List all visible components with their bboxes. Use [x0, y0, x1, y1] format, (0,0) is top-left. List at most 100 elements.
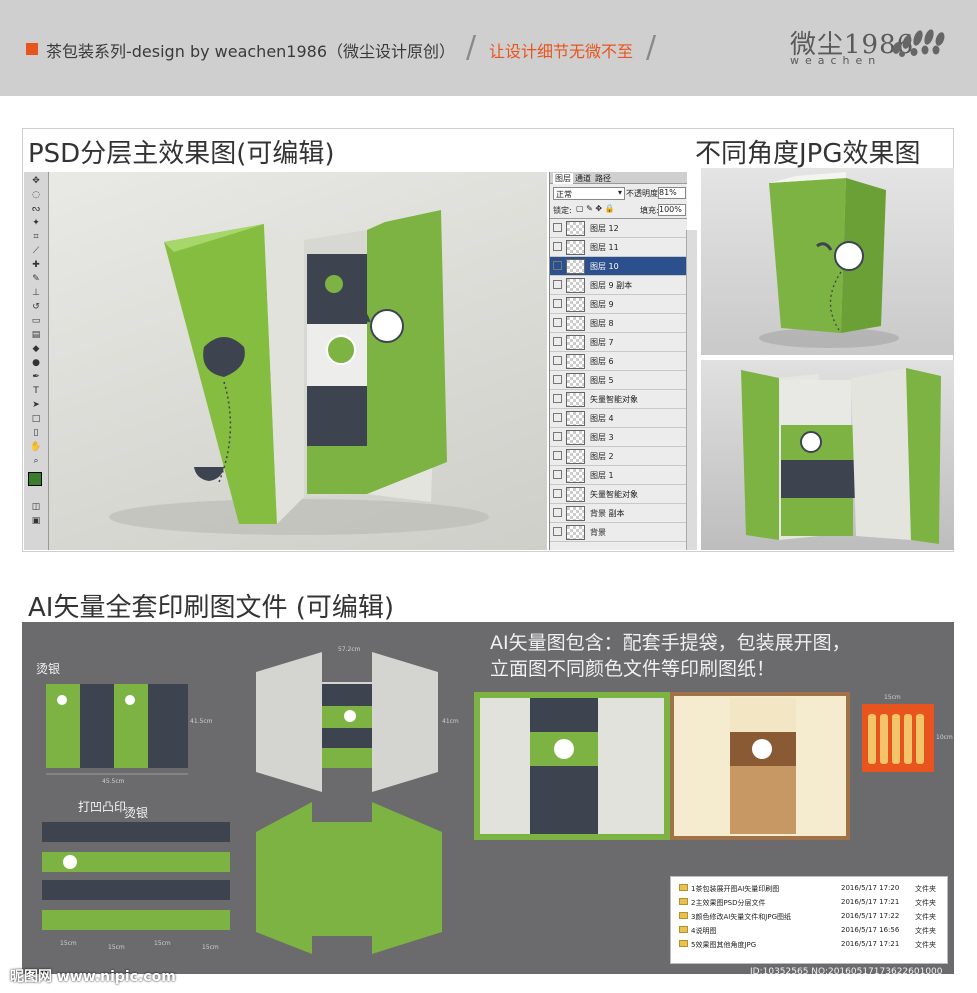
- visibility-eye-icon[interactable]: [553, 508, 562, 517]
- layer-name: 图层 10: [590, 262, 619, 271]
- screen-mode-icon[interactable]: ▣: [31, 516, 41, 526]
- layer-thumbnail: [566, 430, 585, 445]
- visibility-eye-icon[interactable]: [553, 394, 562, 403]
- layer-row[interactable]: 背景: [550, 523, 687, 542]
- crop-tool-icon[interactable]: ⌗: [33, 232, 39, 242]
- visibility-eye-icon[interactable]: [553, 489, 562, 498]
- path-select-tool-icon[interactable]: ➤: [32, 400, 40, 410]
- ai-section-title: AI矢量全套印刷图文件 (可编辑): [28, 593, 395, 623]
- pen-tool-icon[interactable]: ✒: [32, 372, 40, 382]
- layer-row[interactable]: 图层 8: [550, 314, 687, 333]
- layer-row[interactable]: 图层 9 副本: [550, 276, 687, 295]
- notes-tool-icon[interactable]: ▯: [33, 428, 39, 438]
- layer-name: 图层 2: [590, 452, 614, 461]
- visibility-eye-icon[interactable]: [553, 318, 562, 327]
- dimension-segment: 15cm: [60, 940, 77, 947]
- tab-layers[interactable]: 图层: [553, 173, 573, 184]
- tab-channels[interactable]: 通道: [575, 174, 591, 183]
- divider-slash-icon: /: [466, 30, 477, 65]
- shape-tool-icon[interactable]: □: [31, 414, 41, 424]
- visibility-eye-icon[interactable]: [553, 527, 562, 536]
- stamp-tool-icon[interactable]: ⊥: [32, 288, 40, 298]
- dimension-small: 15cm: [884, 694, 901, 701]
- color-swatches[interactable]: [24, 466, 48, 496]
- eyedropper-tool-icon[interactable]: ⟋: [32, 246, 40, 256]
- visibility-eye-icon[interactable]: [553, 451, 562, 460]
- visibility-eye-icon[interactable]: [553, 299, 562, 308]
- zoom-tool-icon[interactable]: ⌕: [33, 456, 39, 466]
- quick-mask-icon[interactable]: ◫: [31, 502, 41, 512]
- heal-tool-icon[interactable]: ✚: [32, 260, 40, 270]
- hand-tool-icon[interactable]: ✋: [30, 442, 42, 452]
- tea-box-render: [109, 210, 489, 535]
- tab-paths[interactable]: 路径: [595, 174, 611, 183]
- layer-row[interactable]: 图层 4: [550, 409, 687, 428]
- dimension-height-2: 41cm: [442, 718, 459, 725]
- visibility-eye-icon[interactable]: [553, 413, 562, 422]
- brush-tool-icon[interactable]: ✎: [32, 274, 40, 284]
- layer-thumbnail: [566, 525, 585, 540]
- file-type: 文件夹: [915, 885, 936, 893]
- visibility-eye-icon[interactable]: [553, 337, 562, 346]
- layer-row[interactable]: 图层 2: [550, 447, 687, 466]
- dimension-width-2: 57.2cm: [338, 646, 361, 653]
- layer-row[interactable]: 背景 副本: [550, 504, 687, 523]
- history-brush-tool-icon[interactable]: ↺: [32, 302, 40, 312]
- layer-row[interactable]: 图层 5: [550, 371, 687, 390]
- foreground-color-swatch[interactable]: [28, 472, 42, 486]
- layer-row[interactable]: 图层 7: [550, 333, 687, 352]
- layer-row[interactable]: 图层 10: [550, 257, 687, 276]
- layer-row[interactable]: 图层 3: [550, 428, 687, 447]
- visibility-eye-icon[interactable]: [553, 356, 562, 365]
- photoshop-toolbar: ✥ ◌ ᔓ ✦ ⌗ ⟋ ✚ ✎ ⊥ ↺ ▭ ▤ ◆ ● ✒ T ➤ □ ▯ ✋ …: [24, 172, 49, 550]
- layer-row[interactable]: 图层 11: [550, 238, 687, 257]
- blend-mode-select[interactable]: 正常 ▾: [553, 187, 625, 200]
- dodge-tool-icon[interactable]: ●: [32, 358, 40, 368]
- file-date: 2016/5/17 17:20: [841, 884, 900, 892]
- layer-row[interactable]: 图层 9: [550, 295, 687, 314]
- layer-name: 图层 6: [590, 357, 614, 366]
- layer-row[interactable]: 图层 6: [550, 352, 687, 371]
- type-tool-icon[interactable]: T: [33, 386, 39, 396]
- eraser-tool-icon[interactable]: ▭: [31, 316, 41, 326]
- move-tool-icon[interactable]: ✥: [32, 176, 40, 186]
- psd-section-title: PSD分层主效果图(可编辑): [28, 139, 335, 169]
- gradient-tool-icon[interactable]: ▤: [31, 330, 41, 340]
- opacity-input[interactable]: 81%: [658, 187, 686, 199]
- layers-scrollbar[interactable]: [686, 230, 697, 550]
- lasso-tool-icon[interactable]: ᔓ: [31, 204, 41, 214]
- layer-thumbnail: [566, 449, 585, 464]
- photoshop-canvas[interactable]: [49, 172, 547, 550]
- visibility-eye-icon[interactable]: [553, 261, 562, 270]
- dimension-small-height: 10cm: [936, 734, 953, 741]
- layer-thumbnail: [566, 278, 585, 293]
- layer-row[interactable]: 图层 12: [550, 219, 687, 238]
- visibility-eye-icon[interactable]: [553, 470, 562, 479]
- visibility-eye-icon[interactable]: [553, 432, 562, 441]
- visibility-eye-icon[interactable]: [553, 223, 562, 232]
- layer-row[interactable]: 矢量智能对象: [550, 485, 687, 504]
- logo-text: 微尘1986: [790, 30, 915, 60]
- lock-icons[interactable]: ▢ ✎ ✥ 🔒: [576, 204, 615, 213]
- file-name: 5效果图其他角度JPG: [691, 941, 757, 949]
- opacity-label: 不透明度:: [626, 189, 661, 198]
- file-type: 文件夹: [915, 899, 936, 907]
- marquee-tool-icon[interactable]: ◌: [32, 190, 40, 200]
- magic-wand-tool-icon[interactable]: ✦: [32, 218, 40, 228]
- visibility-eye-icon[interactable]: [553, 280, 562, 289]
- layer-row[interactable]: 图层 1: [550, 466, 687, 485]
- visibility-eye-icon[interactable]: [553, 242, 562, 251]
- fill-input[interactable]: 100%: [658, 204, 686, 216]
- layer-name: 背景 副本: [590, 509, 625, 518]
- blur-tool-icon[interactable]: ◆: [32, 344, 40, 354]
- layer-row[interactable]: 矢量智能对象: [550, 390, 687, 409]
- visibility-eye-icon[interactable]: [553, 375, 562, 384]
- annotation-silver-stamp: 烫银: [36, 662, 61, 676]
- chevron-down-icon: ▾: [617, 188, 622, 197]
